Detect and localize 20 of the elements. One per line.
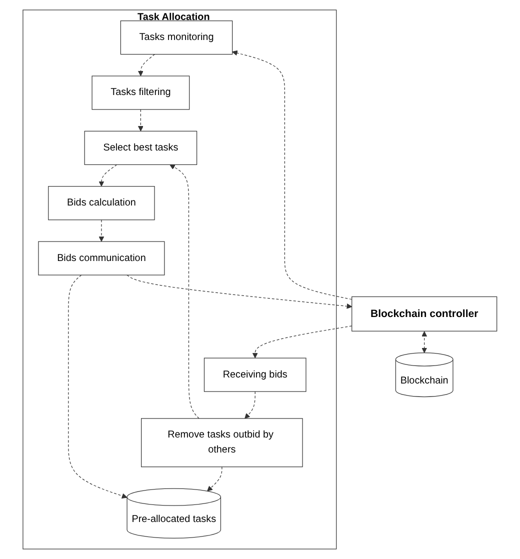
node-box: Tasks monitoring xyxy=(120,20,233,55)
arrow xyxy=(98,220,104,242)
arrow xyxy=(138,54,156,76)
node-box: Select best tasks xyxy=(84,130,198,165)
arrow xyxy=(170,164,200,419)
arrow xyxy=(207,466,222,492)
node-box: Bids communication xyxy=(38,241,165,276)
arrow xyxy=(232,50,352,300)
arrow xyxy=(252,326,352,358)
arrow xyxy=(126,274,352,309)
arrow xyxy=(422,331,428,354)
arrow xyxy=(244,391,256,419)
node-box: Bids calculation xyxy=(48,186,155,220)
node-box: Receiving bids xyxy=(204,358,306,392)
node-box: Blockchain controller xyxy=(352,296,498,332)
node-box: Remove tasks outbid by others xyxy=(141,418,303,468)
node-box: Tasks filtering xyxy=(92,76,190,110)
arrow xyxy=(98,164,118,187)
arrow xyxy=(68,274,128,499)
arrow xyxy=(138,109,144,132)
